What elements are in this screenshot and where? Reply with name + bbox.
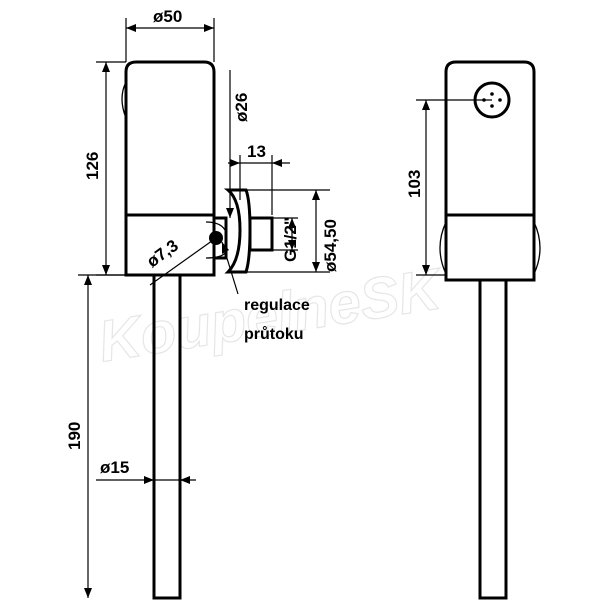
push-button-dot-3 — [498, 98, 502, 102]
dim-pipe-diameter: ø15 — [100, 458, 129, 477]
front-body-upper — [124, 60, 216, 215]
front-body-bump — [121, 81, 127, 119]
dim-body-diameter: ø50 — [153, 7, 182, 26]
front-pipe — [152, 273, 182, 600]
side-dimensions: 103 — [405, 99, 492, 276]
dim-body-height: 126 — [83, 152, 102, 180]
note-flow-regulation-line1: regulace — [244, 297, 310, 314]
flange-rosette — [223, 188, 252, 274]
side-body-upper — [444, 60, 536, 215]
dim-connector-diameter: ø26 — [232, 93, 251, 122]
side-view — [439, 60, 541, 600]
front-dimensions: ø50 126 ø26 13 G1/2" ø54,50 — [65, 7, 340, 598]
side-bulge-right — [533, 221, 541, 275]
dim-thread: G1/2" — [281, 217, 300, 262]
note-flow-regulation-line2: průtoku — [244, 326, 304, 343]
dim-flange-diameter: ø54,50 — [321, 219, 340, 272]
threaded-stub — [248, 216, 274, 252]
dim-pipe-length: 190 — [65, 422, 84, 450]
connector-nut — [212, 216, 228, 260]
front-view — [121, 60, 274, 600]
side-bulge-left — [439, 221, 447, 275]
push-button-dot-2 — [490, 92, 494, 96]
side-pipe — [478, 278, 508, 600]
push-button-dot-4 — [490, 104, 494, 108]
side-body-lower — [444, 215, 536, 282]
dim-connector-length: 13 — [247, 142, 266, 161]
dim-side-height: 103 — [405, 170, 424, 198]
